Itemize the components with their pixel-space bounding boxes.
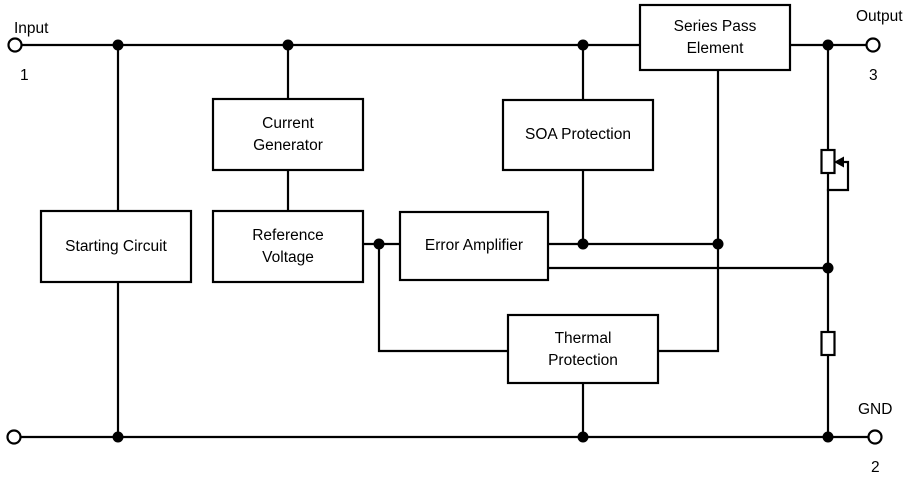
reference-voltage-label-line1: Reference bbox=[252, 227, 324, 244]
potentiometer-wiper-arrow-icon bbox=[834, 156, 844, 168]
junction-gnd-starting bbox=[112, 431, 124, 443]
reference-node-to-thermal-wire bbox=[377, 242, 510, 353]
current-generator-label-line1: Current bbox=[262, 115, 314, 132]
block-thermal-protection[interactable]: Thermal Protection bbox=[506, 313, 660, 385]
starting-circuit-label-line1: Starting Circuit bbox=[65, 238, 167, 255]
junction-input-soa bbox=[577, 39, 589, 51]
reference-voltage-label-line2: Voltage bbox=[262, 249, 314, 266]
current-generator-rect bbox=[211, 97, 365, 172]
series-pass-element-label-line2: Element bbox=[687, 40, 745, 57]
feedback-resistor bbox=[820, 330, 836, 357]
block-error-amplifier[interactable]: Error Amplifier bbox=[398, 210, 550, 282]
thermal-protection-label-line1: Thermal bbox=[555, 330, 612, 347]
feedback-potentiometer[interactable] bbox=[820, 148, 850, 192]
reference-voltage-rect bbox=[211, 209, 365, 284]
input-terminal-label: Input bbox=[14, 20, 49, 37]
junction-output-node bbox=[822, 39, 834, 51]
input-terminal-number: 1 bbox=[20, 67, 29, 84]
output-terminal-label: Output bbox=[856, 8, 903, 25]
series-pass-element-rect bbox=[638, 3, 792, 72]
block-current-generator[interactable]: Current Generator bbox=[211, 97, 365, 172]
junction-feedback-sense bbox=[822, 262, 834, 274]
starting-circuit-rect bbox=[39, 209, 193, 284]
gnd-terminal-number: 2 bbox=[871, 459, 880, 476]
junction-input-starting bbox=[112, 39, 124, 51]
output-rail bbox=[788, 43, 868, 439]
series-pass-to-thermal-wire bbox=[656, 68, 720, 353]
thermal-protection-label-line2: Protection bbox=[548, 352, 618, 369]
output-terminal-circle[interactable] bbox=[865, 37, 881, 53]
block-reference-voltage[interactable]: Reference Voltage bbox=[211, 209, 365, 284]
soa-protection-rect bbox=[501, 98, 655, 172]
junction-input-current-gen bbox=[282, 39, 294, 51]
potentiometer-body bbox=[820, 148, 836, 175]
series-pass-element-label-line1: Series Pass bbox=[674, 18, 757, 35]
current-generator-label-line2: Generator bbox=[253, 137, 323, 154]
junction-gnd-thermal bbox=[577, 431, 589, 443]
gnd-terminal-label: GND bbox=[858, 401, 892, 418]
gnd-terminal-circle[interactable] bbox=[6, 429, 22, 445]
block-series-pass-element[interactable]: Series Pass Element bbox=[638, 3, 792, 72]
gnd-right-terminal-circle[interactable] bbox=[867, 429, 883, 445]
input-terminal-circle[interactable] bbox=[7, 37, 23, 53]
block-soa-protection[interactable]: SOA Protection bbox=[501, 98, 655, 172]
feedback-resistor-body bbox=[820, 330, 836, 357]
block-starting-circuit[interactable]: Starting Circuit bbox=[39, 209, 193, 284]
output-terminal-number: 3 bbox=[869, 67, 878, 84]
junction-series-pass-control bbox=[712, 238, 724, 250]
error-amplifier-label-line1: Error Amplifier bbox=[425, 237, 523, 254]
junction-gnd-output-rail bbox=[822, 431, 834, 443]
junction-reference-error-amp bbox=[373, 238, 385, 250]
thermal-protection-rect bbox=[506, 313, 660, 385]
soa-protection-label-line1: SOA Protection bbox=[525, 126, 631, 143]
junction-soa-error-amp bbox=[577, 238, 589, 250]
error-amplifier-rect bbox=[398, 210, 550, 282]
